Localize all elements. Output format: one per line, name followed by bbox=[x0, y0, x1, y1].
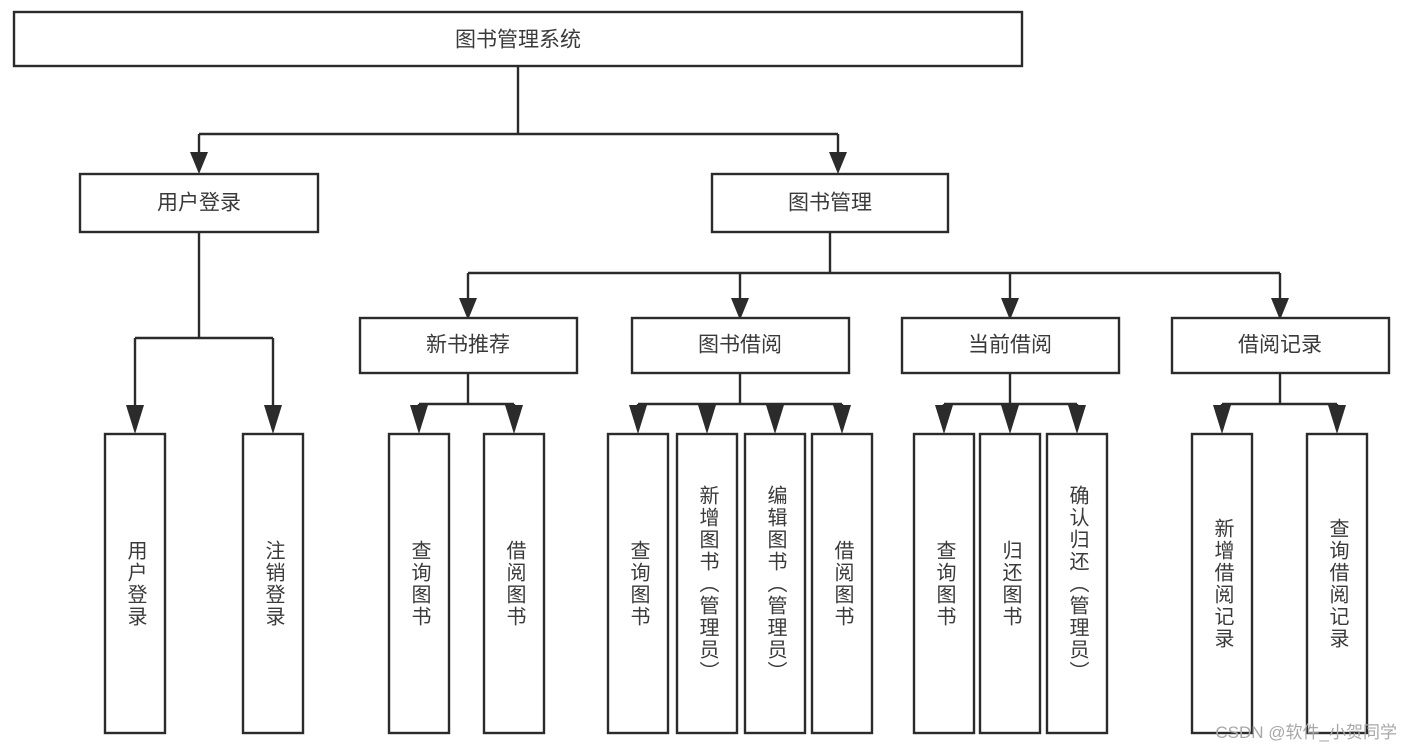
arrowhead-icon bbox=[459, 298, 477, 320]
node-box-book-borrow[interactable] bbox=[630, 316, 851, 375]
arrowhead-icon bbox=[264, 405, 282, 434]
arrowhead-icon bbox=[1001, 298, 1019, 320]
arrowhead-icon bbox=[731, 298, 749, 320]
arrowhead-icon bbox=[766, 405, 784, 434]
node-label-root: 图书管理系统 bbox=[455, 29, 581, 52]
watermark-text: CSDN @软件_小贺同学 bbox=[1215, 723, 1397, 742]
node-box-leaf-edit-book[interactable] bbox=[743, 432, 807, 735]
arrowhead-icon bbox=[1001, 405, 1019, 434]
node-box-leaf-add-record[interactable] bbox=[1190, 432, 1254, 735]
arrowhead-icon bbox=[1271, 298, 1289, 320]
arrowhead-icon bbox=[1068, 405, 1086, 434]
node-box-leaf-query-record[interactable] bbox=[1305, 432, 1369, 735]
arrowhead-icon bbox=[935, 405, 953, 434]
node-box-leaf-add-book[interactable] bbox=[675, 432, 739, 735]
node-box-user-login[interactable] bbox=[78, 172, 320, 234]
node-box-leaf-return-book[interactable] bbox=[978, 432, 1042, 735]
node-boxes: 图书管理系统 用户登录 图书管理 新书推荐 图书借阅 当前借阅 借阅记录 bbox=[12, 10, 1391, 735]
arrowhead-icon bbox=[505, 405, 523, 434]
node-label-user-login: 用户登录 bbox=[157, 192, 241, 215]
node-label-new-book-recommend: 新书推荐 bbox=[426, 334, 510, 357]
node-label-borrow-record: 借阅记录 bbox=[1238, 334, 1322, 357]
node-box-leaf-user-login[interactable] bbox=[103, 432, 167, 735]
node-box-leaf-borrow-book-2[interactable] bbox=[810, 432, 874, 735]
node-label-current-borrow: 当前借阅 bbox=[968, 334, 1052, 357]
arrowhead-icon bbox=[698, 405, 716, 434]
node-box-current-borrow[interactable] bbox=[900, 316, 1121, 375]
node-box-leaf-query-book-1[interactable] bbox=[387, 432, 451, 735]
node-label-book-borrow: 图书借阅 bbox=[698, 334, 782, 357]
arrowhead-icon bbox=[190, 152, 208, 174]
arrowhead-icon bbox=[1213, 405, 1231, 434]
arrowhead-icon bbox=[829, 152, 847, 174]
arrow-heads bbox=[126, 152, 1346, 434]
arrowhead-icon bbox=[833, 405, 851, 434]
node-box-leaf-confirm-return[interactable] bbox=[1045, 432, 1109, 735]
arrowhead-icon bbox=[1328, 405, 1346, 434]
node-label-book-manage: 图书管理 bbox=[788, 192, 872, 215]
node-box-root[interactable] bbox=[12, 10, 1024, 68]
arrowhead-icon bbox=[629, 405, 647, 434]
arrowhead-icon bbox=[126, 405, 144, 434]
node-box-new-book-recommend[interactable] bbox=[358, 316, 579, 375]
node-box-borrow-record[interactable] bbox=[1170, 316, 1391, 375]
node-box-leaf-query-book-2[interactable] bbox=[606, 432, 670, 735]
node-box-leaf-query-book-3[interactable] bbox=[912, 432, 976, 735]
node-box-leaf-borrow-book-1[interactable] bbox=[482, 432, 546, 735]
node-box-book-manage[interactable] bbox=[710, 172, 950, 234]
node-box-leaf-logout[interactable] bbox=[241, 432, 305, 735]
arrowhead-icon bbox=[410, 405, 428, 434]
